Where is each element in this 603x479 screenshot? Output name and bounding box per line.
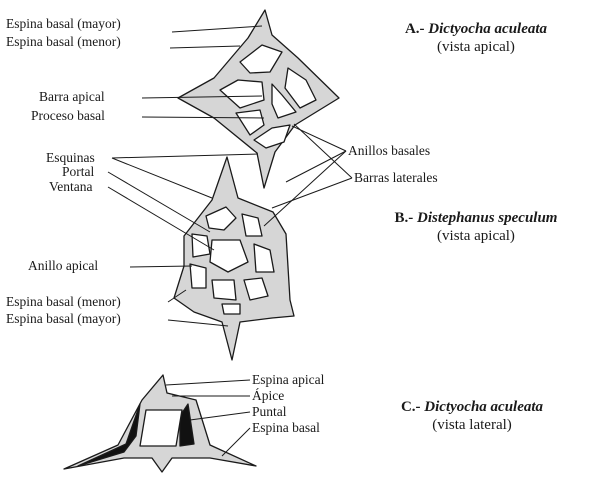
panel-b-species: Distephanus speculum: [417, 210, 557, 226]
panel-a-view: (vista apical): [356, 38, 596, 56]
label-ventana: Ventana: [49, 179, 92, 194]
leader-anillos-basales-3: [264, 151, 346, 226]
label-espina-basal-mayor-b: Espina basal (mayor): [6, 311, 121, 326]
panel-a-species: Dictyocha aculeata: [428, 21, 547, 37]
panel-a-letter: A.-: [405, 21, 425, 37]
label-espina-basal-mayor-a: Espina basal (mayor): [6, 16, 121, 31]
leader-espina-apical: [166, 380, 250, 385]
panel-b-letter: B.-: [395, 210, 414, 226]
leader-espina-basal-menor-a: [170, 46, 240, 48]
leader-portal: [108, 172, 210, 232]
label-espina-basal-menor-a: Espina basal (menor): [6, 34, 121, 49]
panel-title-b-heading: B.- Distephanus speculum: [356, 209, 596, 227]
label-portal: Portal: [62, 164, 94, 179]
label-espina-basal-c: Espina basal: [252, 420, 320, 435]
panel-title-c-heading: C.- Dictyocha aculeata: [352, 398, 592, 416]
leader-anillo-apical: [130, 266, 192, 267]
label-espina-basal-menor-b: Espina basal (menor): [6, 294, 121, 309]
specimen-b-window-6: [190, 264, 206, 288]
label-puntal: Puntal: [252, 404, 287, 419]
specimen-b-window-9: [222, 304, 240, 314]
leader-anillos-basales-2: [286, 151, 346, 182]
label-anillo-apical: Anillo apical: [28, 258, 98, 273]
leader-barras-laterales-1: [294, 124, 352, 178]
panel-b-view: (vista apical): [356, 227, 596, 245]
label-apice: Ápice: [252, 388, 284, 403]
label-barra-apical: Barra apical: [39, 89, 105, 104]
panel-c-letter: C.-: [401, 399, 421, 415]
leader-esquinas-1: [112, 154, 258, 158]
leader-espina-basal-c: [222, 428, 250, 456]
panel-title-a: A.- Dictyocha aculeata (vista apical): [356, 20, 596, 56]
specimen-b-window-7: [212, 280, 236, 300]
label-proceso-basal: Proceso basal: [31, 108, 105, 123]
specimen-c: [64, 375, 256, 472]
label-espina-apical: Espina apical: [252, 372, 324, 387]
leader-espina-basal-mayor-a: [172, 26, 262, 32]
panel-title-b: B.- Distephanus speculum (vista apical): [356, 209, 596, 245]
label-barras-laterales: Barras laterales: [354, 170, 438, 185]
panel-c-species: Dictyocha aculeata: [424, 399, 543, 415]
specimen-b: [174, 157, 294, 360]
panel-title-a-heading: A.- Dictyocha aculeata: [356, 20, 596, 38]
leader-esquinas-2: [112, 158, 212, 198]
specimen-a: [178, 10, 339, 188]
panel-c-view: (vista lateral): [352, 416, 592, 434]
label-anillos-basales: Anillos basales: [348, 143, 430, 158]
specimen-c-window: [140, 410, 182, 446]
panel-title-c: C.- Dictyocha aculeata (vista lateral): [352, 398, 592, 434]
label-esquinas: Esquinas: [46, 150, 95, 165]
